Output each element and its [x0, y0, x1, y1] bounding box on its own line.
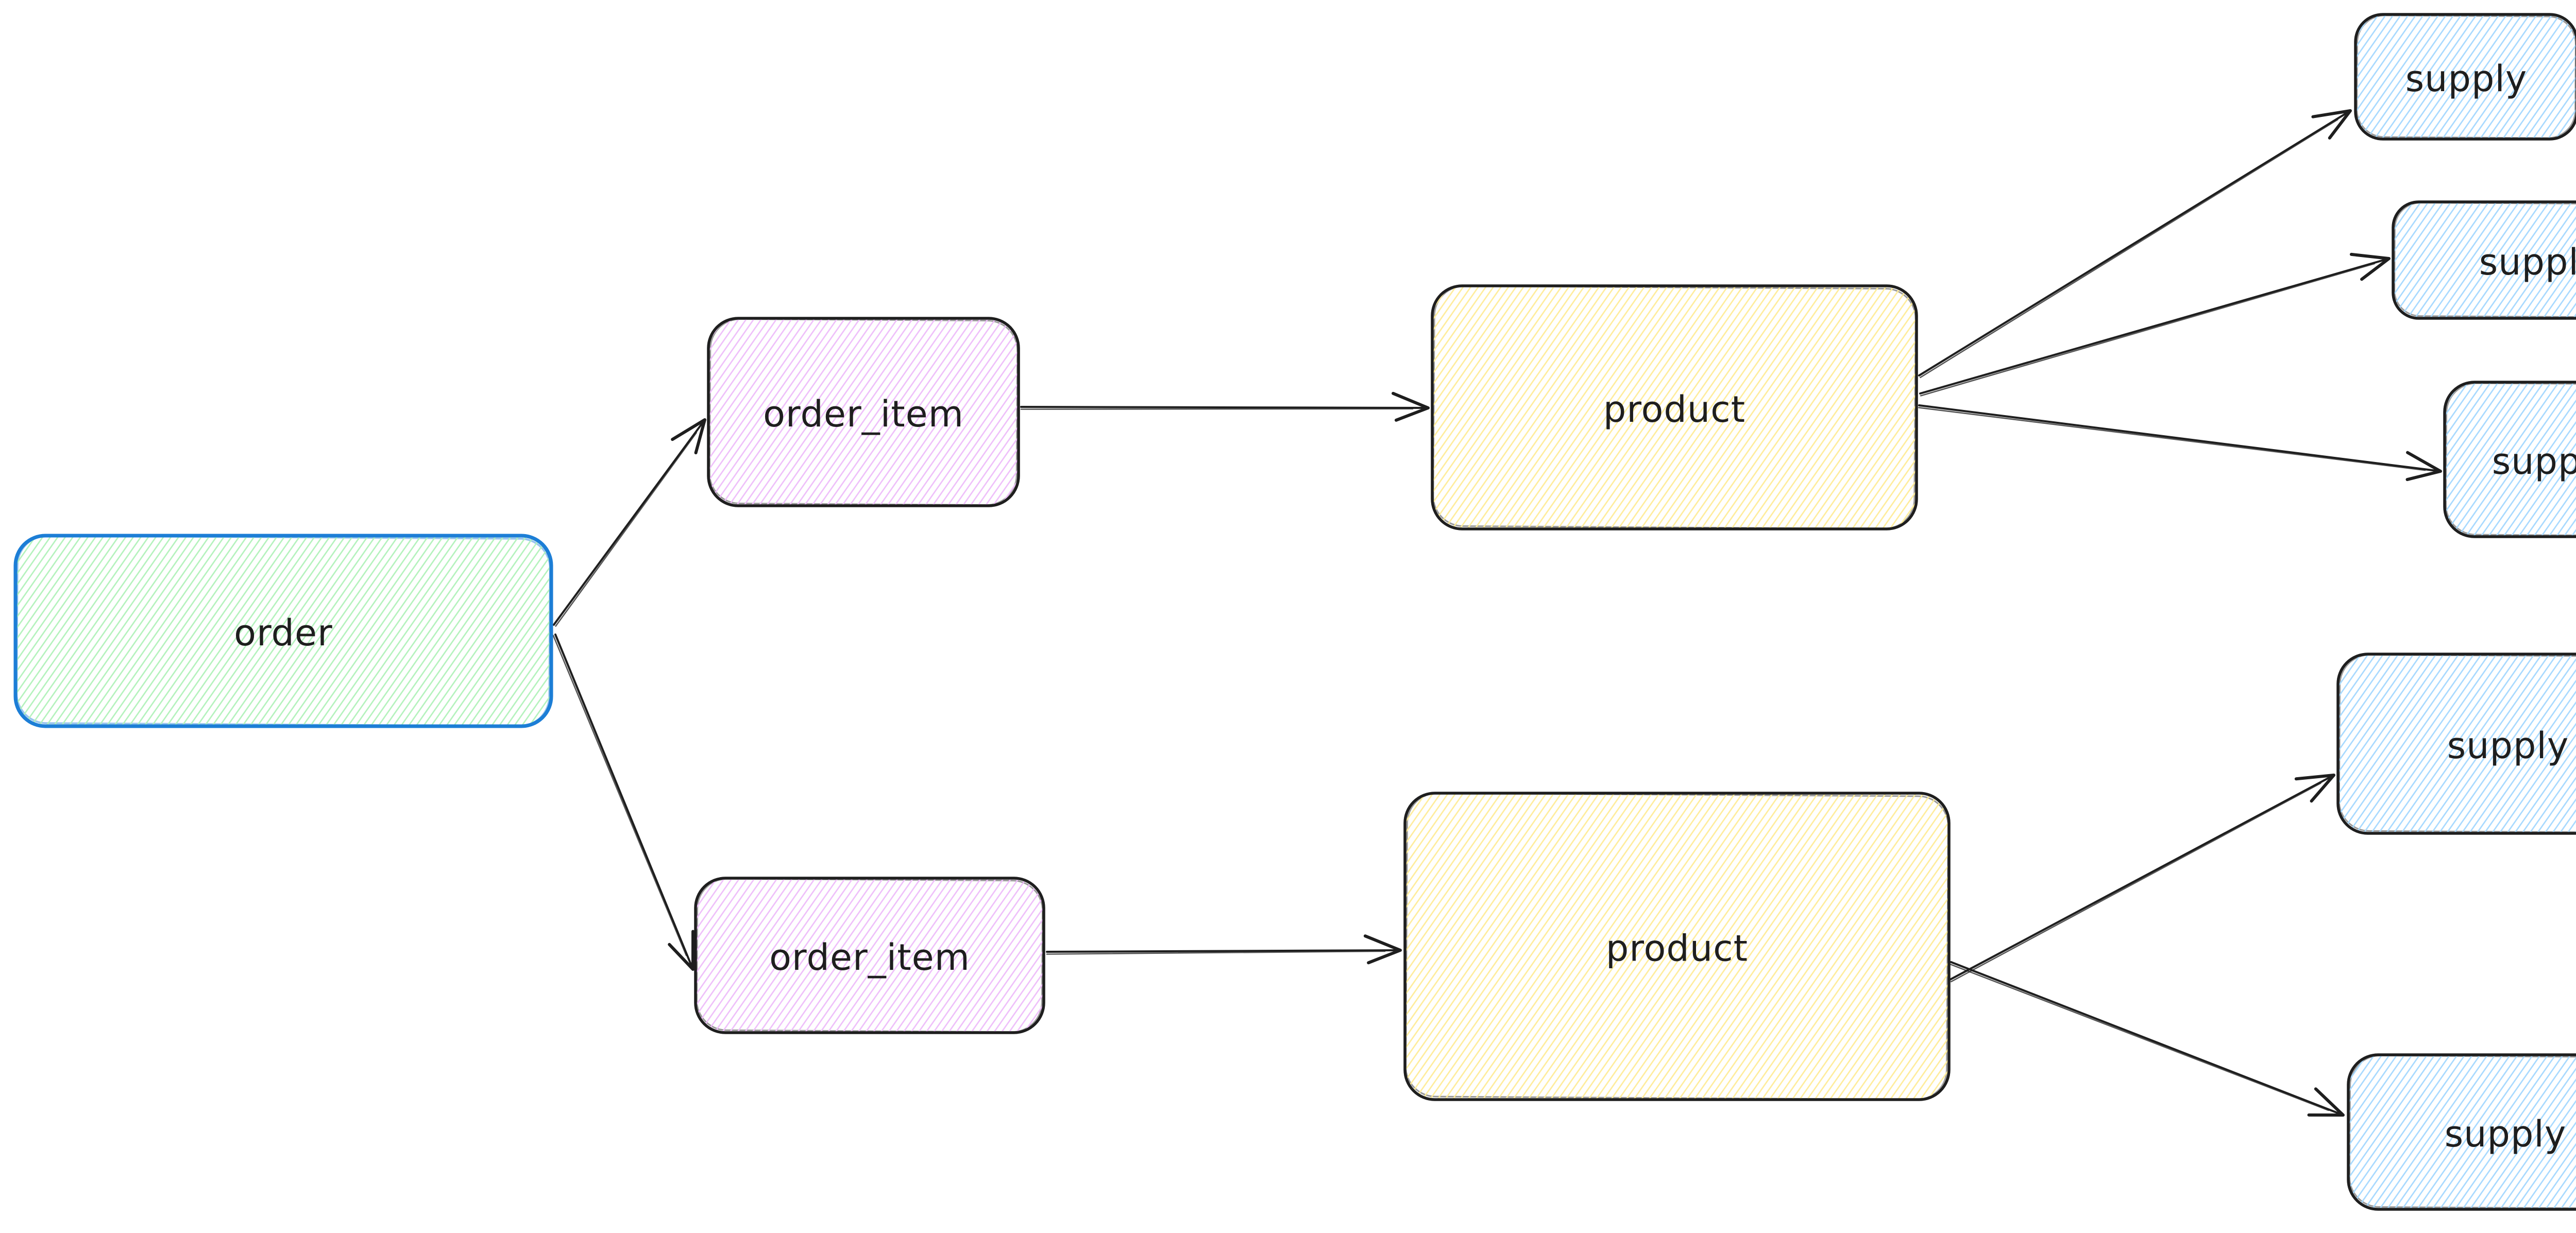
- arrow-echo-stroke: [1920, 263, 2375, 397]
- node-label: supply: [2492, 440, 2576, 483]
- arrow-line: [1919, 252, 2391, 395]
- arrow-line: [1949, 774, 2335, 981]
- node-product-1[interactable]: product: [1431, 284, 1918, 530]
- node-supply-2[interactable]: supply: [2392, 200, 2576, 320]
- node-shape: [694, 877, 1045, 1034]
- arrow-line: [1046, 934, 1402, 965]
- node-label: order_item: [763, 393, 964, 435]
- node-shape: [2336, 653, 2576, 835]
- node-shape: [1431, 284, 1918, 530]
- arrow-line: [1918, 109, 2352, 376]
- arrow-product-1-to-supply-3[interactable]: [1918, 404, 2442, 482]
- node-order[interactable]: order: [13, 534, 553, 728]
- arrow-product-2-to-supply-4[interactable]: [1949, 774, 2335, 983]
- nodes-layer: orderorder_itemorder_itemproductproducts…: [13, 13, 2576, 1211]
- arrow-echo-stroke: [552, 635, 687, 956]
- arrow-echo-stroke: [1046, 950, 1386, 955]
- arrow-line: [553, 418, 706, 626]
- arrow-order-to-order-item-1[interactable]: [553, 418, 706, 627]
- arrow-line: [1950, 961, 2345, 1117]
- node-supply-5[interactable]: supply: [2347, 1053, 2576, 1211]
- node-label: supply: [2405, 58, 2528, 100]
- node-shape: [2392, 200, 2576, 320]
- node-shape: [13, 534, 553, 728]
- arrow-echo-stroke: [1920, 118, 2338, 379]
- node-product-2[interactable]: product: [1403, 792, 1951, 1101]
- edges-layer: [552, 109, 2442, 1117]
- arrow-product-1-to-supply-1[interactable]: [1918, 109, 2352, 379]
- node-label: supply: [2479, 241, 2576, 283]
- arrow-echo-stroke: [1950, 963, 2329, 1111]
- arrow-line: [1020, 391, 1430, 422]
- node-label: supply: [2447, 725, 2569, 767]
- arrow-line: [554, 633, 695, 971]
- node-shape: [2347, 1053, 2576, 1211]
- node-shape: [2354, 13, 2576, 141]
- arrow-order-to-order-item-2[interactable]: [552, 633, 695, 971]
- arrow-product-2-to-supply-5[interactable]: [1950, 961, 2345, 1117]
- node-supply-3[interactable]: supply: [2443, 381, 2576, 538]
- node-label: product: [1603, 388, 1745, 431]
- node-order-item-2[interactable]: order_item: [694, 877, 1045, 1034]
- node-order-item-1[interactable]: order_item: [707, 317, 1020, 507]
- node-label: order_item: [769, 936, 970, 979]
- arrow-product-1-to-supply-2[interactable]: [1919, 252, 2391, 397]
- arrow-order-item-1-to-product-1[interactable]: [1020, 391, 1430, 422]
- node-label: product: [1606, 928, 1748, 970]
- node-shape: [707, 317, 1020, 507]
- node-label: supply: [2445, 1113, 2567, 1155]
- node-shape: [1403, 792, 1951, 1101]
- arrow-order-item-2-to-product-2[interactable]: [1046, 934, 1402, 965]
- node-label: order: [234, 612, 333, 654]
- node-supply-4[interactable]: supply: [2336, 653, 2576, 835]
- arrow-echo-stroke: [555, 432, 697, 627]
- arrow-echo-stroke: [1950, 782, 2321, 983]
- node-supply-1[interactable]: supply: [2354, 13, 2576, 141]
- node-shape: [2443, 381, 2576, 538]
- arrow-line: [1918, 404, 2442, 482]
- arrow-echo-stroke: [1918, 407, 2426, 471]
